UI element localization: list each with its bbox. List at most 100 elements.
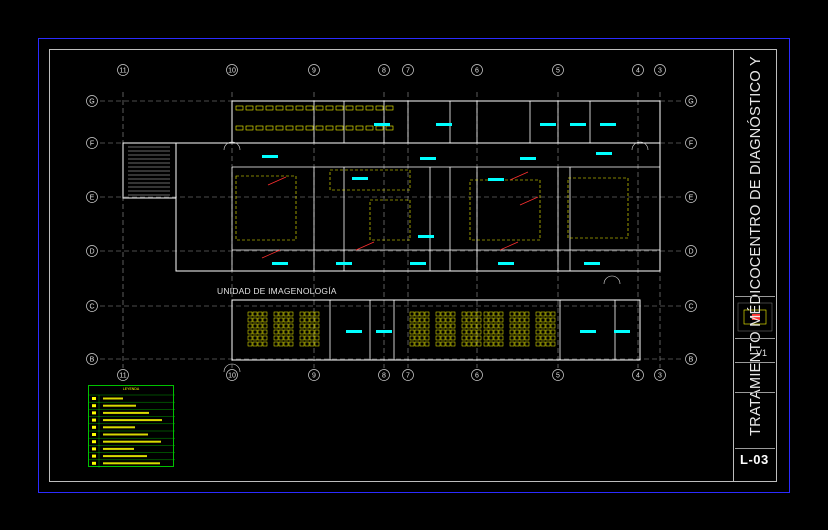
- project-title: CENTRO DE DIAGNÓSTICO Y TRATAMIENTO MÉDI…: [738, 56, 774, 436]
- seat: [309, 323, 315, 329]
- seat: [466, 329, 472, 335]
- seat: [445, 323, 451, 329]
- seat: [550, 329, 556, 335]
- seat: [283, 323, 289, 329]
- seat: [247, 341, 253, 347]
- seat: [278, 323, 284, 329]
- axis-bubble: [552, 64, 564, 76]
- seat: [309, 311, 315, 317]
- seat: [514, 335, 520, 341]
- furniture: [285, 125, 294, 131]
- seat: [419, 329, 425, 335]
- axis-label: 9: [312, 373, 316, 380]
- furniture: [345, 105, 354, 111]
- seat: [461, 329, 467, 335]
- seat: [498, 341, 504, 347]
- furniture: [235, 125, 244, 131]
- legend-symbol: [92, 411, 96, 415]
- fixture-label: [336, 262, 352, 265]
- seat: [476, 311, 482, 317]
- seat: [550, 317, 556, 323]
- furniture: [245, 125, 254, 131]
- axis-label: 4: [636, 68, 640, 75]
- seat: [514, 317, 520, 323]
- seat: [498, 329, 504, 335]
- seat: [440, 323, 446, 329]
- axis-bubble: [117, 369, 129, 381]
- equipment-zone: [235, 175, 297, 241]
- seat: [304, 323, 310, 329]
- seat: [299, 317, 305, 323]
- seat: [283, 311, 289, 317]
- seat: [545, 341, 551, 347]
- key-plan-building: [743, 309, 767, 325]
- seat: [257, 317, 263, 323]
- seat: [519, 317, 525, 323]
- axis-label: 7: [406, 68, 410, 75]
- axis-bubble: [308, 369, 320, 381]
- seat: [299, 323, 305, 329]
- seat: [262, 317, 268, 323]
- seat: [509, 329, 515, 335]
- seat: [424, 317, 430, 323]
- axis-bubble: [378, 64, 390, 76]
- axis-bubble: [117, 64, 129, 76]
- fixture-label: [352, 177, 368, 180]
- seat: [535, 317, 541, 323]
- axis-bubble: [86, 245, 98, 257]
- fixture-label: [614, 330, 630, 333]
- seat: [262, 335, 268, 341]
- axis-bubble: [632, 64, 644, 76]
- fixture-label: [436, 123, 452, 126]
- furniture: [345, 125, 354, 131]
- seat: [409, 329, 415, 335]
- seat: [424, 311, 430, 317]
- seat: [450, 317, 456, 323]
- legend-title: LEYENDA: [122, 387, 140, 391]
- seat: [550, 341, 556, 347]
- seat: [524, 317, 530, 323]
- furniture: [235, 105, 244, 111]
- furniture: [325, 105, 334, 111]
- seat: [409, 335, 415, 341]
- seat: [540, 317, 546, 323]
- axis-label: E: [90, 195, 95, 202]
- seat: [252, 335, 258, 341]
- seat: [540, 341, 546, 347]
- seat: [461, 341, 467, 347]
- seat: [493, 329, 499, 335]
- seat: [278, 341, 284, 347]
- axis-bubble: [685, 245, 697, 257]
- axis-bubble: [685, 95, 697, 107]
- axis-bubble: [86, 137, 98, 149]
- seat: [483, 311, 489, 317]
- seat: [483, 329, 489, 335]
- furniture: [285, 105, 294, 111]
- seat: [440, 311, 446, 317]
- equipment-zone: [329, 169, 411, 191]
- seat: [493, 341, 499, 347]
- seat: [257, 323, 263, 329]
- seat: [471, 317, 477, 323]
- axis-label: B: [689, 357, 694, 364]
- seat: [435, 329, 441, 335]
- seat: [304, 335, 310, 341]
- seat: [314, 317, 320, 323]
- fixture-label: [600, 123, 616, 126]
- seat: [314, 323, 320, 329]
- seat: [550, 311, 556, 317]
- seat: [314, 335, 320, 341]
- furniture: [365, 125, 374, 131]
- room: [175, 142, 661, 272]
- seat: [545, 335, 551, 341]
- sheet-border: [38, 38, 790, 493]
- seat: [252, 323, 258, 329]
- seat: [409, 311, 415, 317]
- fixture-label: [420, 157, 436, 160]
- seat: [466, 335, 472, 341]
- furniture: [355, 125, 364, 131]
- seat: [445, 329, 451, 335]
- axis-bubble: [552, 369, 564, 381]
- seat: [488, 341, 494, 347]
- seat: [247, 329, 253, 335]
